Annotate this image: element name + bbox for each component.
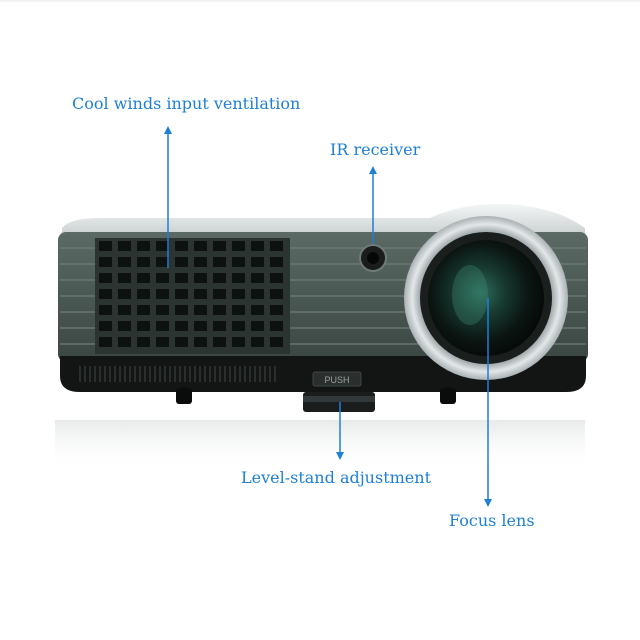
vent-slot bbox=[137, 337, 150, 347]
vent-slot bbox=[232, 321, 245, 331]
vent-slot bbox=[251, 289, 264, 299]
push-label: PUSH bbox=[324, 375, 349, 385]
right-foot bbox=[440, 388, 456, 404]
vent-slot bbox=[270, 321, 283, 331]
vent-slot bbox=[118, 241, 131, 251]
vent-slot bbox=[156, 273, 169, 283]
level-stand-label: Level-stand adjustment bbox=[241, 468, 431, 487]
vent-slot bbox=[175, 289, 188, 299]
vent-slot bbox=[194, 321, 207, 331]
vent-slot bbox=[213, 289, 226, 299]
vent-slot bbox=[232, 273, 245, 283]
vent-slot bbox=[156, 289, 169, 299]
vent-slot bbox=[99, 241, 112, 251]
vent-slot bbox=[175, 241, 188, 251]
ir-receiver-center bbox=[367, 252, 379, 264]
vent-slot bbox=[118, 305, 131, 315]
top-divider bbox=[0, 0, 640, 2]
vent-slot bbox=[175, 305, 188, 315]
vent-slot bbox=[137, 305, 150, 315]
vent-slot bbox=[137, 289, 150, 299]
level-stand-highlight bbox=[303, 396, 375, 402]
vent-slot bbox=[137, 257, 150, 267]
vent-slot bbox=[156, 257, 169, 267]
vent-slot bbox=[194, 305, 207, 315]
vent-slot bbox=[232, 289, 245, 299]
push-button[interactable] bbox=[312, 371, 362, 387]
vent-slot bbox=[270, 241, 283, 251]
vent-slot bbox=[99, 273, 112, 283]
vent-slot bbox=[251, 241, 264, 251]
vent-slot bbox=[99, 257, 112, 267]
focus-lens bbox=[428, 240, 544, 356]
vent-slot bbox=[251, 321, 264, 331]
vent-slot bbox=[156, 321, 169, 331]
vent-slot bbox=[194, 257, 207, 267]
vent-slot bbox=[232, 337, 245, 347]
callout-arrows bbox=[164, 126, 492, 507]
vent-slot bbox=[156, 241, 169, 251]
vent-slot bbox=[137, 273, 150, 283]
vent-slot bbox=[175, 321, 188, 331]
vent-slot bbox=[213, 257, 226, 267]
vent-slot bbox=[213, 241, 226, 251]
vent-slot bbox=[232, 241, 245, 251]
vent-slot bbox=[213, 321, 226, 331]
vent-slot bbox=[175, 257, 188, 267]
ventilation-label: Cool winds input ventilation bbox=[72, 94, 301, 113]
vent-slot bbox=[137, 241, 150, 251]
vent-slot bbox=[175, 273, 188, 283]
vent-slot bbox=[137, 321, 150, 331]
vent-slot bbox=[118, 337, 131, 347]
ir-receiver-label: IR receiver bbox=[330, 140, 421, 159]
vent-slot bbox=[251, 273, 264, 283]
vent-slot bbox=[251, 337, 264, 347]
lens-reflection bbox=[452, 265, 488, 325]
vent-slot bbox=[270, 257, 283, 267]
floor-reflection bbox=[55, 420, 585, 470]
vent-slot bbox=[118, 321, 131, 331]
ventilation-slots bbox=[99, 241, 283, 347]
vent-slot bbox=[194, 241, 207, 251]
vent-slot bbox=[232, 305, 245, 315]
base-vents bbox=[79, 366, 276, 382]
vent-slot bbox=[175, 337, 188, 347]
left-foot bbox=[176, 388, 192, 404]
vent-slot bbox=[194, 337, 207, 347]
vent-slot bbox=[118, 257, 131, 267]
vent-slot bbox=[213, 337, 226, 347]
vent-slot bbox=[270, 337, 283, 347]
vent-slot bbox=[118, 273, 131, 283]
vent-slot bbox=[99, 305, 112, 315]
vent-slot bbox=[251, 305, 264, 315]
vent-slot bbox=[270, 289, 283, 299]
vent-slot bbox=[99, 289, 112, 299]
vent-slot bbox=[270, 305, 283, 315]
vent-slot bbox=[156, 305, 169, 315]
focus-lens-label: Focus lens bbox=[449, 511, 535, 530]
vent-slot bbox=[213, 273, 226, 283]
vent-slot bbox=[232, 257, 245, 267]
vent-slot bbox=[270, 273, 283, 283]
vent-slot bbox=[99, 321, 112, 331]
vent-slot bbox=[194, 273, 207, 283]
vent-slot bbox=[251, 257, 264, 267]
vent-slot bbox=[118, 289, 131, 299]
vent-slot bbox=[156, 337, 169, 347]
vent-slot bbox=[194, 289, 207, 299]
vent-slot bbox=[99, 337, 112, 347]
vent-slot bbox=[213, 305, 226, 315]
